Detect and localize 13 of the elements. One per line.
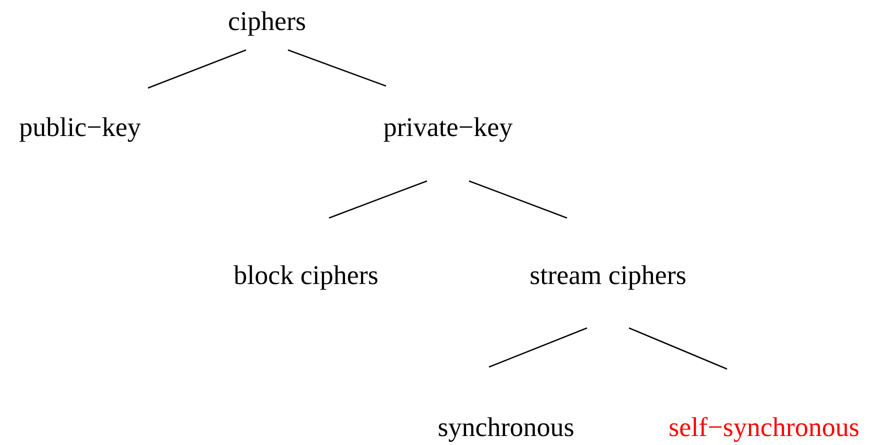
tree-node-label: block ciphers [234,260,378,290]
tree-branch-line [468,180,568,219]
tree-branch-line [488,327,588,368]
tree-branch-line [628,327,728,370]
tree-branch-line [328,180,428,219]
tree-node-label: private−key [383,112,513,142]
tree-node-label: public−key [19,112,141,142]
tree-node-label: stream ciphers [530,260,686,290]
tree-branch-line [288,49,386,87]
tree-node-label: ciphers [228,6,306,36]
tree-branch-line [148,49,246,89]
tree-node-label: self−synchronous [668,412,860,442]
tree-node-label: synchronous [438,412,574,442]
